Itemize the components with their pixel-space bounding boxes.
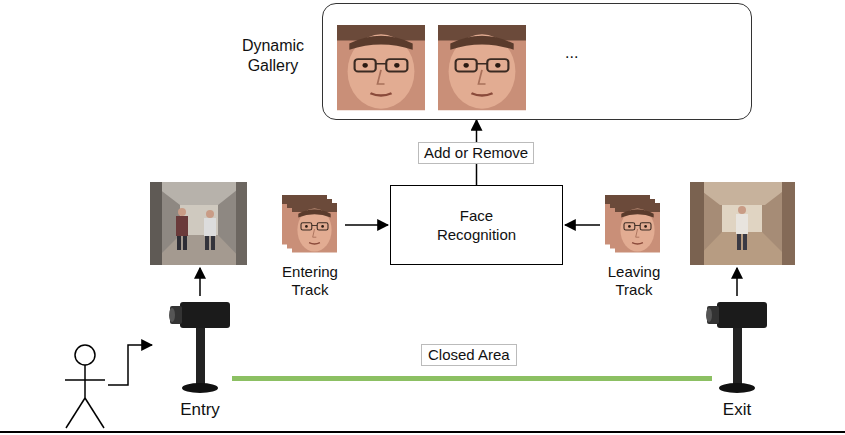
exit-camera [706,302,767,393]
entry-photo [150,182,247,265]
gallery-box: Dynamic Gallery... [322,3,752,120]
leaving-face-stack [605,195,660,253]
ellipsis: ... [565,44,578,62]
process-label: Face Recognition [429,206,525,244]
track-label: Leaving Track [594,263,674,299]
gallery-faces [337,25,526,110]
closed-area-line [232,376,712,381]
track-label: Entering Track [270,263,350,299]
gallery-heading: Dynamic Gallery [231,36,315,76]
stick-figure [65,345,105,428]
edge-label: Add or Remove [418,142,534,164]
process-box: Face Recognition [390,185,563,265]
ground-line [0,431,845,433]
camera-label: Exit [702,400,772,420]
entry-camera [169,302,230,393]
entering-face-stack [282,195,337,253]
exit-photo [690,182,795,265]
area-label: Closed Area [421,344,517,366]
camera-label: Entry [165,400,235,420]
